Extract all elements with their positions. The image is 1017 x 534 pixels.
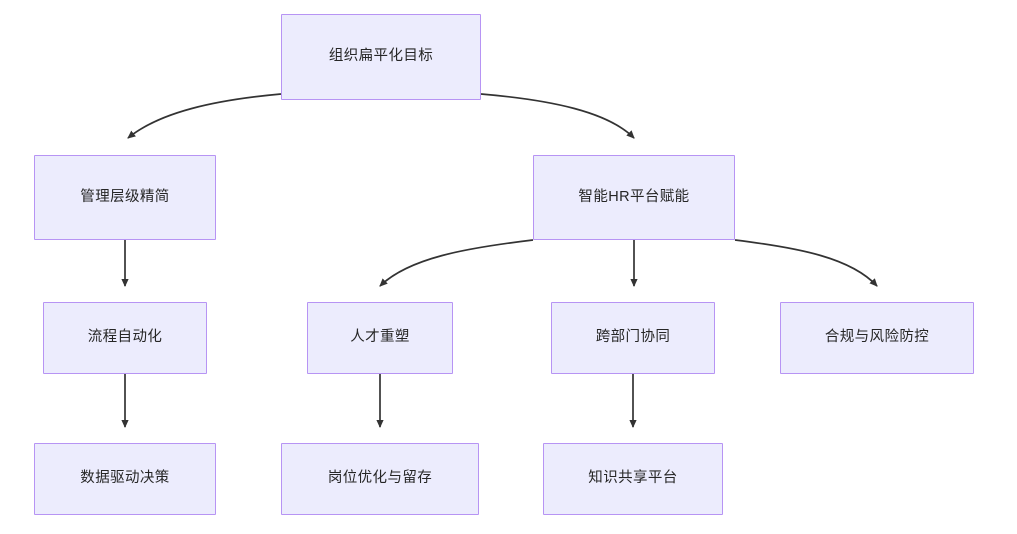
node-knowledge-sharing-platform[interactable]: 知识共享平台 [543,443,723,515]
node-cross-department-collaboration[interactable]: 跨部门协同 [551,302,715,374]
edge-hr-platform-to-compliance [734,239,878,287]
node-talent-reshaping[interactable]: 人才重塑 [307,302,453,374]
node-label: 合规与风险防控 [824,329,930,346]
node-label: 岗位优化与留存 [327,470,433,487]
node-job-optimization-and-retention[interactable]: 岗位优化与留存 [281,443,479,515]
node-label: 跨部门协同 [595,329,671,346]
node-label: 流程自动化 [87,329,163,346]
node-label: 知识共享平台 [588,470,678,487]
node-label: 管理层级精简 [80,188,170,205]
node-compliance-and-risk-control[interactable]: 合规与风险防控 [780,302,974,374]
node-label: 人才重塑 [350,329,410,346]
node-data-driven-decision[interactable]: 数据驱动决策 [34,443,216,515]
node-management-layer-reduction[interactable]: 管理层级精简 [34,155,216,240]
edge-hr-platform-to-talent-reshape [379,239,534,287]
edge-goal-to-layer-reduction [127,93,282,139]
node-label: 智能HR平台赋能 [578,188,690,205]
node-label: 组织扁平化目标 [328,48,434,65]
node-label: 数据驱动决策 [80,470,170,487]
node-smart-hr-platform-enablement[interactable]: 智能HR平台赋能 [533,155,735,240]
node-process-automation[interactable]: 流程自动化 [43,302,207,374]
edge-goal-to-hr-platform [480,93,635,139]
node-organizational-flattening-goal[interactable]: 组织扁平化目标 [281,14,481,100]
